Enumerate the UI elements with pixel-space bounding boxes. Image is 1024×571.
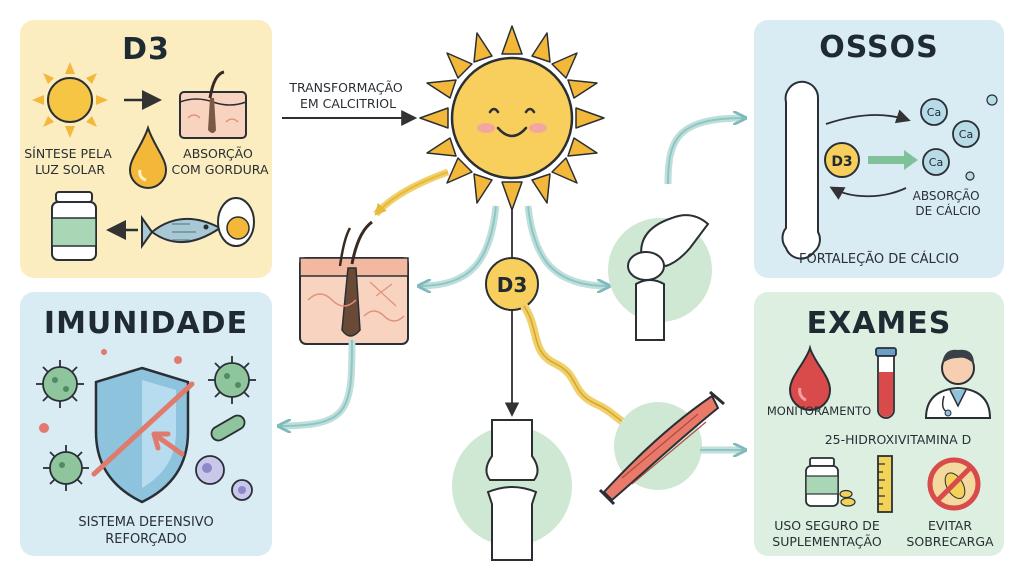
arrow-skin-to-imunidade xyxy=(279,339,356,430)
ossos-title: OSSOS xyxy=(819,30,939,65)
big-sun-icon xyxy=(419,25,605,211)
blood-drop-icon xyxy=(788,344,832,411)
test-tube-icon xyxy=(875,347,897,419)
wavy-line-to-muscle xyxy=(520,302,630,428)
branch-left xyxy=(419,205,500,290)
oil-drop-icon xyxy=(128,124,168,189)
arrow-knee-to-ossos-line xyxy=(667,118,744,185)
skin-icon-large xyxy=(299,220,409,345)
egg-icon xyxy=(217,197,255,247)
skin-icon xyxy=(179,70,247,139)
d3-badge-label: D3 xyxy=(831,154,852,170)
ossos-footer: FORTALEÇÃO DE CÁLCIO xyxy=(799,252,959,267)
branch-right xyxy=(524,205,609,290)
sun-icon xyxy=(32,62,108,138)
fish-icon xyxy=(141,214,222,250)
d3-title: D3 xyxy=(122,32,170,67)
imunidade-title: IMUNIDADE xyxy=(43,306,249,341)
safe-supplement-label: USO SEGURO DE SUPLEMENTAÇÃO xyxy=(772,518,882,549)
sun-synthesis-label: SÍNTESE PELA LUZ SOLAR xyxy=(24,146,116,177)
arrow-skin-to-imunidade-line xyxy=(280,339,353,426)
branch-right-line xyxy=(527,205,608,286)
test-label: 25-HIDROXIVITAMINA D xyxy=(824,432,972,447)
arrow-sun-to-skin-big-line xyxy=(374,171,449,216)
knee-icon-lower xyxy=(452,419,572,561)
virus-icon xyxy=(36,349,256,501)
arrow-bone-to-calcium xyxy=(825,109,911,125)
wavy-line-to-muscle-stroke xyxy=(523,305,627,425)
muscle-icon xyxy=(598,390,725,506)
arrow-knee-to-ossos xyxy=(664,114,745,185)
d3-badge: D3 xyxy=(824,142,860,178)
arrow-d3-to-calcium-head xyxy=(904,150,918,170)
calcium-symbol-2: Ca xyxy=(959,128,973,141)
prohibited-icon xyxy=(927,457,981,511)
imunidade-footer: SISTEMA DEFENSIVO REFORÇADO xyxy=(78,515,214,547)
d3-hub-label: D3 xyxy=(497,273,528,297)
bottle-icon xyxy=(51,191,97,261)
arrow-sun-to-skin-big xyxy=(373,168,450,217)
doctor-icon xyxy=(924,349,992,419)
bone-icon xyxy=(781,80,821,260)
knee-icon-upper xyxy=(608,214,712,341)
monitor-label: MONITORAMENTO xyxy=(766,404,872,418)
calcium-absorption-label: ABSORÇÃO DE CÁLCIO xyxy=(913,188,984,218)
calcium-icon: Ca Ca Ca xyxy=(920,94,998,181)
d3-hub: D3 xyxy=(485,257,539,311)
arrow-calcium-to-bone xyxy=(829,186,907,200)
exames-title: EXAMES xyxy=(806,306,952,341)
calcium-symbol-1: Ca xyxy=(927,106,941,119)
avoid-overload-label: EVITAR SOBRECARGA xyxy=(906,518,994,549)
ruler-icon xyxy=(877,455,893,513)
calcium-symbol-3: Ca xyxy=(929,156,943,169)
transform-label: TRANSFORMAÇÃO EM CALCITRIOL xyxy=(288,80,406,111)
shield-icon xyxy=(91,366,195,504)
supplement-bottle-icon xyxy=(805,457,856,507)
fat-absorption-label: ABSORÇÃO COM GORDURA xyxy=(171,146,268,177)
branch-left-line xyxy=(420,205,497,286)
